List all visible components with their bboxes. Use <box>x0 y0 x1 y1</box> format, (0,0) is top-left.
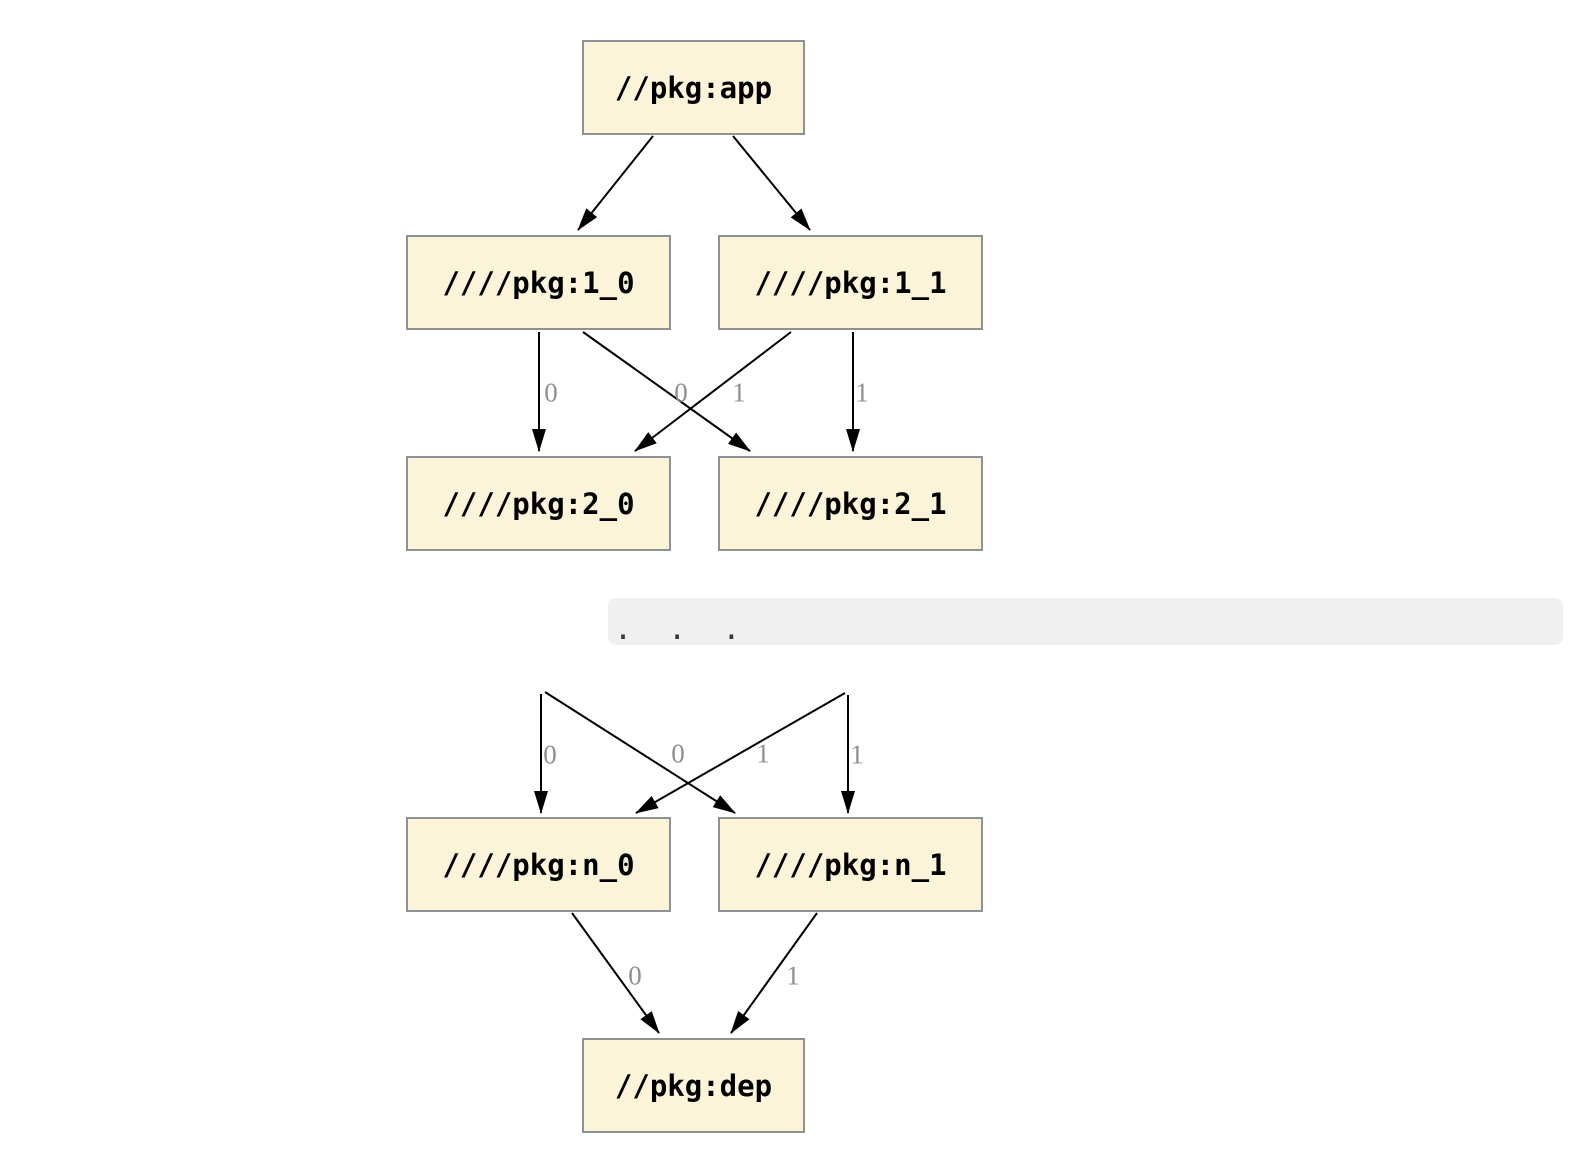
node-pkg-app: //pkg:app <box>582 40 805 135</box>
node-pkg-2_1: ////pkg:2_1 <box>718 456 983 551</box>
edge-label-n_1-to-dep: 1 <box>786 960 800 991</box>
node-label: ////pkg:1_0 <box>442 265 635 300</box>
edge-label-n_0-to-dep: 0 <box>628 960 642 991</box>
edge-app-to-1_1 <box>732 135 811 231</box>
edge-label-1_0-to-2_0: 0 <box>544 377 558 408</box>
node-label: ////pkg:1_1 <box>754 265 947 300</box>
node-pkg-1_1: ////pkg:1_1 <box>718 235 983 330</box>
node-label: //pkg:app <box>614 70 773 105</box>
continuation-band: . . . <box>608 598 1563 647</box>
edge-label-dots-to-n_0-diagonal: 0 <box>671 738 685 769</box>
edge-label-dots-to-n_1-diagonal: 1 <box>756 738 770 769</box>
node-label: ////pkg:2_0 <box>442 486 635 521</box>
edge-label-dots-to-n_1-vertical: 1 <box>850 739 864 770</box>
edge-n_1-to-dep <box>730 912 818 1034</box>
edge-dots-to-n_1-diagonal <box>544 691 736 814</box>
edge-1_0-to-2_1 <box>582 331 751 452</box>
edge-label-dots-to-n_0-vertical: 0 <box>543 739 557 770</box>
node-pkg-1_0: ////pkg:1_0 <box>406 235 671 330</box>
edge-app-to-1_0 <box>577 135 654 231</box>
node-label: ////pkg:n_0 <box>442 847 635 882</box>
node-label: ////pkg:n_1 <box>754 847 947 882</box>
edge-1_1-to-2_0 <box>634 331 792 452</box>
node-pkg-n_1: ////pkg:n_1 <box>718 817 983 912</box>
edge-n_0-to-dep <box>571 912 660 1034</box>
edge-label-1_0-to-2_1: 1 <box>732 377 746 408</box>
node-pkg-n_0: ////pkg:n_0 <box>406 817 671 912</box>
node-pkg-2_0: ////pkg:2_0 <box>406 456 671 551</box>
edge-dots-to-n_0-diagonal <box>635 692 846 814</box>
node-pkg-dep: //pkg:dep <box>582 1038 805 1133</box>
edge-label-1_1-to-2_0: 0 <box>674 377 688 408</box>
node-label: ////pkg:2_1 <box>754 486 947 521</box>
ellipsis-dots: . . . <box>614 612 741 647</box>
node-label: //pkg:dep <box>614 1068 773 1103</box>
edge-label-1_1-to-2_1: 1 <box>855 377 869 408</box>
